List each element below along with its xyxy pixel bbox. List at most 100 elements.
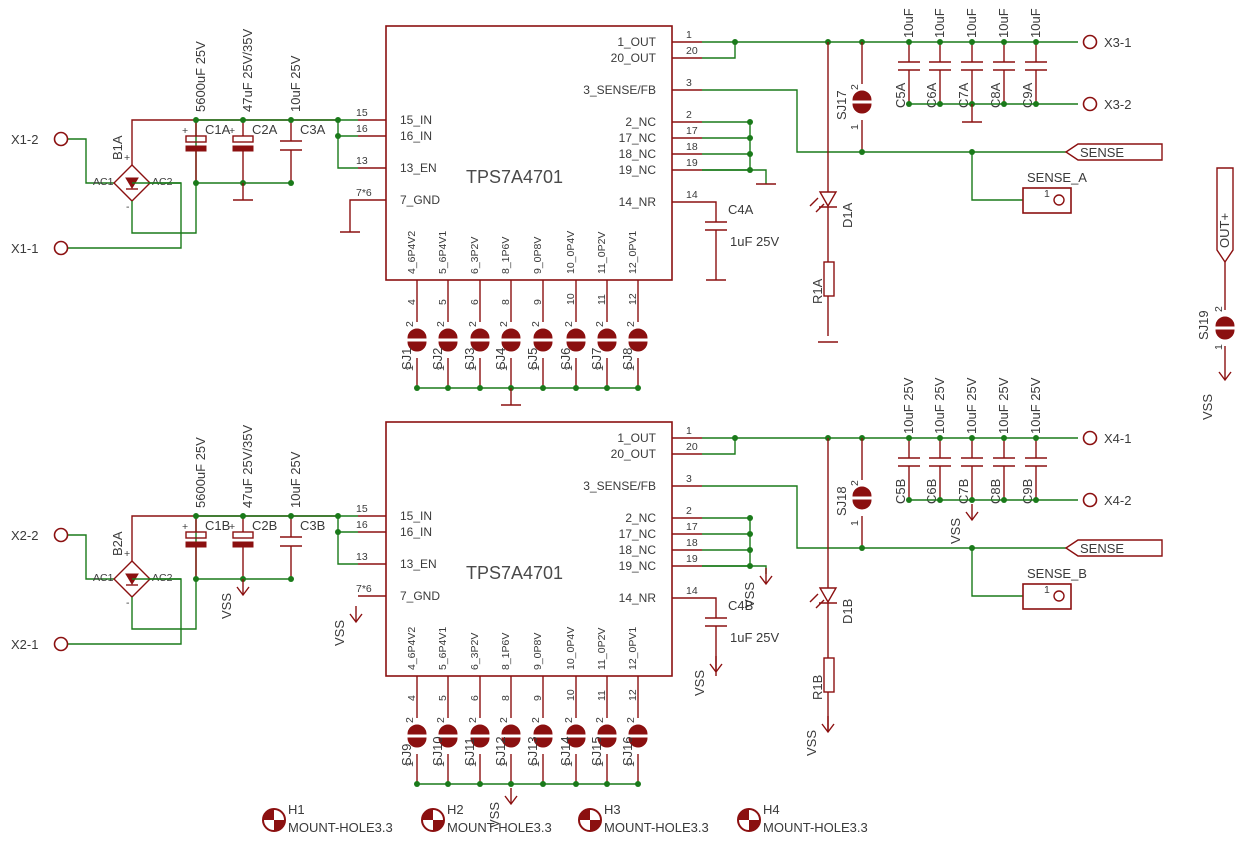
ic-pin-name: 14_NR — [619, 195, 657, 209]
junction-dot — [193, 576, 199, 582]
jumper-label: SJ7 — [589, 348, 604, 370]
capacitor-label: C4A — [728, 202, 754, 217]
ic-pin-name: 15_IN — [400, 509, 432, 523]
ic-pin-number: 5 — [437, 695, 449, 701]
hole-ref: H3 — [604, 802, 621, 817]
ic-pin-name: 7_GND — [400, 589, 440, 603]
jumper-pin: 1 — [467, 761, 479, 767]
net-label: SENSE — [1080, 541, 1124, 556]
jumper-pad-icon — [407, 328, 427, 339]
jumper-pin: 1 — [849, 124, 861, 130]
jumper-label: SJ16 — [620, 736, 635, 766]
junction-dot — [288, 117, 294, 123]
jumper-pad-icon — [470, 341, 490, 352]
jumper-pin: 2 — [404, 717, 416, 723]
jumper-label: SJ5 — [525, 348, 540, 370]
vss-label: VSS — [692, 670, 707, 696]
terminal-icon — [1082, 34, 1098, 50]
capacitor-value: 47uF 25V/35V — [240, 425, 255, 508]
connector-label: X4-1 — [1104, 431, 1131, 446]
jumper-pin: 2 — [563, 321, 575, 327]
terminal-icon — [53, 240, 69, 256]
capacitor-value: 10uF — [964, 8, 979, 38]
jumper-pad-icon — [566, 724, 586, 735]
capacitor-label: C7B — [956, 479, 971, 504]
led-icon — [818, 587, 838, 604]
net-flag-icon — [1064, 539, 1163, 557]
ic-pin-name: 6_3P2V — [469, 633, 481, 670]
wire — [702, 169, 767, 184]
wire — [702, 89, 1066, 153]
capacitor-label: C8B — [988, 479, 1003, 504]
jumper-pin: 2 — [530, 717, 542, 723]
junction-dot — [288, 576, 294, 582]
ic-pin-name: 1_OUT — [617, 431, 656, 445]
jumper-pin: 1 — [404, 761, 416, 767]
jumper-pad-icon — [407, 724, 427, 735]
jumper-pin: 2 — [435, 717, 447, 723]
ic-pin-number: 13 — [356, 155, 368, 167]
capacitor-value: 10uF — [932, 8, 947, 38]
connector-terminal: X3-2 — [1082, 96, 1131, 112]
jumper-pin: 1 — [563, 365, 575, 371]
capacitor-value: 5600uF 25V — [193, 41, 208, 112]
junction-dot — [445, 781, 451, 787]
jumper-pad-icon — [533, 737, 553, 748]
wire — [68, 138, 115, 184]
connector-label: X2-1 — [11, 637, 38, 652]
ic-pin-number: 17 — [686, 125, 698, 137]
ic-pin-name: 13_EN — [400, 557, 437, 571]
junction-dot — [288, 513, 294, 519]
ic-name: TPS7A4701 — [466, 167, 563, 187]
ic-pin-name: 5_6P4V1 — [437, 627, 449, 670]
vss-label: VSS — [332, 620, 347, 646]
header-pin-number: 1 — [1044, 188, 1050, 200]
connector-terminal: X2-1 — [11, 636, 69, 652]
capacitor-label: C8A — [988, 82, 1003, 108]
jumper-label: SJ18 — [834, 486, 849, 516]
junction-dot — [445, 385, 451, 391]
capacitor-label: C6A — [924, 82, 939, 108]
ic-pin-number: 4 — [406, 695, 418, 701]
jumper-pin: 2 — [530, 321, 542, 327]
header-pin-icon — [1053, 194, 1065, 206]
ic-pin-number: 20 — [686, 45, 698, 57]
wire — [971, 152, 1023, 201]
jumper-pad-icon — [852, 499, 872, 510]
junction-dot — [193, 513, 199, 519]
jumper-pin: 2 — [467, 321, 479, 327]
hole-ref: H4 — [763, 802, 780, 817]
terminal-icon — [1082, 492, 1098, 508]
jumper-pad-icon — [852, 486, 872, 497]
ic-pin-name: 19_NC — [619, 163, 657, 177]
ic-pin-number: 11 — [596, 690, 608, 701]
junction-dot — [732, 39, 738, 45]
capacitor-value: 10uF 25V — [996, 377, 1011, 434]
vss-arrow-icon — [709, 656, 723, 674]
terminal-icon — [53, 527, 69, 543]
ic-pin-name: 12_0PV1 — [627, 627, 639, 670]
ic-pin-number: 12 — [627, 293, 639, 305]
connector-terminal: X2-2 — [11, 527, 69, 543]
ic-pin-name: 18_NC — [619, 543, 657, 557]
ic-pin-number: 4 — [406, 299, 418, 305]
junction-dot — [635, 781, 641, 787]
connector-label: X1-1 — [11, 241, 38, 256]
ic-pin-number: 3 — [686, 473, 692, 485]
capacitor-label: C7A — [956, 82, 971, 108]
jumper-pin: 2 — [594, 717, 606, 723]
jumper-label: SJ6 — [558, 348, 573, 370]
ic-pin-number: 15 — [356, 503, 368, 515]
jumper-pad-icon — [407, 341, 427, 352]
